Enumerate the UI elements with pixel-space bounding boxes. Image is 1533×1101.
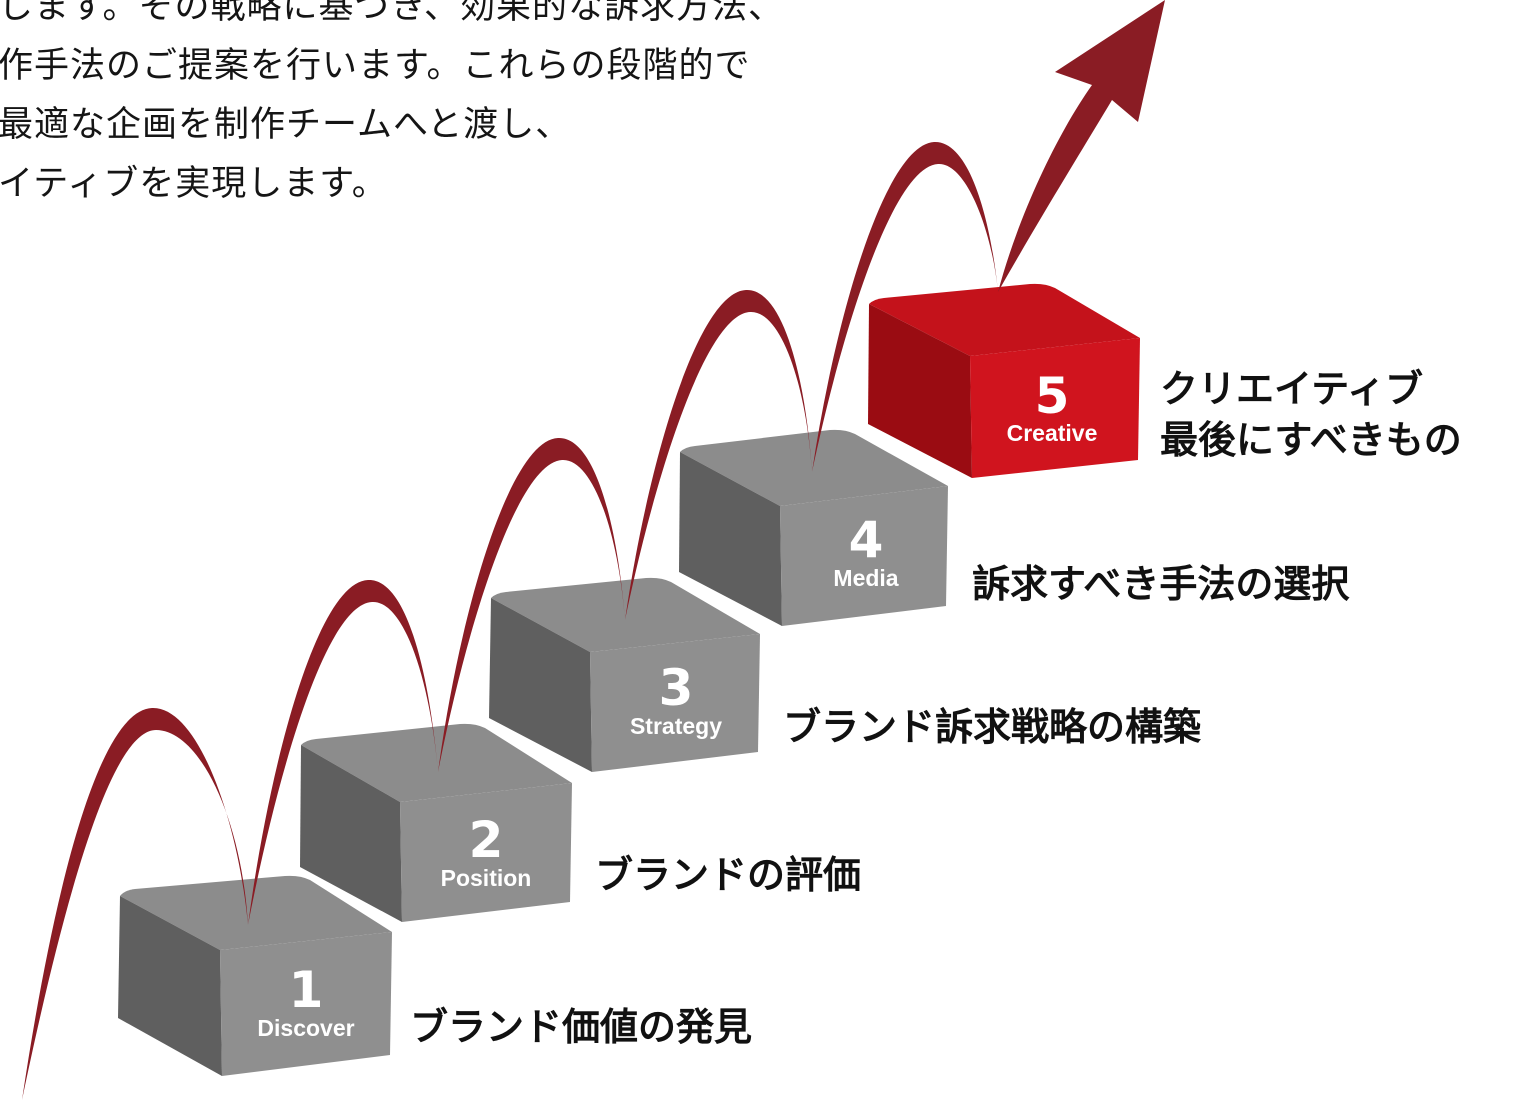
intro-line-3: 最適な企画を制作チームへと渡し、 [0,105,572,145]
step-5-number: 5 [1035,367,1070,425]
step-4-front [780,486,948,626]
step-2-number: 2 [469,811,504,869]
step-1-english: Discover [257,1015,354,1041]
step-5-top [869,283,1140,356]
intro-line-2: 作手法のご提案を行います。これらの段階的で [0,46,751,86]
step-3-top [491,577,760,652]
step-2-description: ブランドの評価 [595,853,861,897]
step-box-5 [868,283,1140,478]
step-5-front [970,338,1140,478]
step-3-english: Strategy [630,713,722,739]
step-4-english: Media [833,565,898,591]
step-4-number: 4 [849,511,884,569]
step-5-description-line-2: 最後にすべきもの [1160,418,1462,462]
step-5-left [868,304,972,478]
growth-arrow [22,0,1165,1100]
step-box-4 [679,429,948,626]
arrow-arc-4 [625,289,812,620]
step-4-box-label: 4 Media [833,511,898,591]
arrow-arc-2 [248,579,438,925]
step-5-english: Creative [1007,420,1098,446]
intro-line-4: イティブを実現します。 [0,164,388,204]
intro-line-1: します。その戦略に基づき、効果的な訴求方法、 [0,0,785,27]
step-box-2 [300,723,572,922]
step-3-description: ブランド訴求戦略の構築 [783,705,1202,749]
step-2-top [301,723,572,802]
step-5-description-line-1: クリエイティブ [1160,367,1423,411]
step-1-left [118,896,222,1076]
step-1-description: ブランド価値の発見 [410,1005,752,1049]
step-4-description: 訴求すべき手法の選択 [972,562,1350,606]
arrow-arc-3 [438,437,625,772]
step-3-box-label: 3 Strategy [630,659,722,739]
step-3-front [590,634,760,772]
step-box-3 [489,577,760,772]
arrow-arc-5 [812,141,998,473]
step-2-box-label: 2 Position [441,811,532,891]
step-5-box-label: 5 Creative [1007,367,1098,446]
arrow-arc-1 [22,707,248,1100]
step-4-left [679,452,782,626]
step-4-top [680,429,948,506]
step-3-number: 3 [659,659,694,717]
intro-text: します。その戦略に基づき、効果的な訴求方法、 作手法のご提案を行います。これらの… [0,0,784,214]
step-1-top [120,875,392,950]
step-2-left [300,745,402,922]
step-2-front [400,783,572,922]
step-1-box-label: 1 Discover [257,961,354,1041]
step-1-number: 1 [289,961,324,1019]
step-2-english: Position [441,865,532,891]
step-3-left [489,598,592,772]
arrow-final [998,0,1165,292]
step-1-front [220,932,392,1076]
step-box-1 [118,875,392,1076]
